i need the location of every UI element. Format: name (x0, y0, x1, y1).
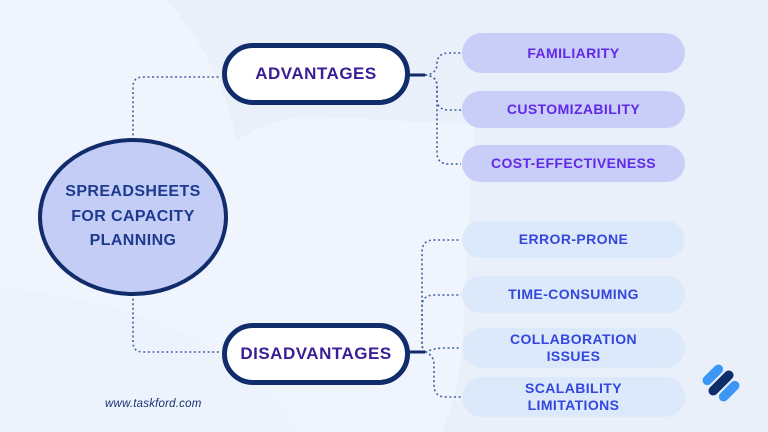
advantages-node: ADVANTAGES (222, 43, 410, 105)
advantage-item-familiarity: FAMILIARITY (462, 33, 685, 73)
disadvantage-item-time-consuming: TIME-CONSUMING (462, 276, 685, 313)
advantage-item-label: CUSTOMIZABILITY (506, 101, 641, 118)
advantages-label: ADVANTAGES (255, 64, 377, 83)
disadvantage-item-error-prone: ERROR-PRONE (462, 221, 685, 258)
disadvantages-node: DISADVANTAGES (222, 323, 410, 385)
disadvantage-item-label: ERROR-PRONE (518, 231, 629, 248)
disadvantage-item-scalability-limitations: SCALABILITY LIMITATIONS (462, 377, 685, 417)
disadvantage-item-label: COLLABORATION ISSUES (509, 331, 638, 364)
disadvantage-item-label: SCALABILITY LIMITATIONS (525, 380, 622, 413)
logo-bar-top (702, 364, 724, 386)
central-topic-label: SPREADSHEETS FOR CAPACITY PLANNING (65, 182, 201, 250)
advantage-item-label: FAMILIARITY (527, 44, 620, 61)
advantage-item-customizability: CUSTOMIZABILITY (462, 91, 685, 128)
disadvantage-item-collaboration-issues: COLLABORATION ISSUES (462, 328, 685, 368)
advantage-item-label: COST-EFFECTIVENESS (490, 155, 657, 172)
disadvantages-label: DISADVANTAGES (240, 344, 392, 363)
advantage-item-cost-effectiveness: COST-EFFECTIVENESS (462, 145, 685, 182)
connector-advantages-customizability (424, 74, 461, 111)
website-url: www.taskford.com (105, 398, 202, 410)
logo-bar-middle (708, 370, 734, 396)
connector-advantages-familiarity (424, 52, 461, 76)
disadvantage-item-label: TIME-CONSUMING (508, 286, 639, 303)
logo-bar-bottom (718, 380, 740, 402)
central-topic-node: SPREADSHEETS FOR CAPACITY PLANNING (38, 138, 228, 296)
taskford-logo-icon (702, 364, 740, 402)
